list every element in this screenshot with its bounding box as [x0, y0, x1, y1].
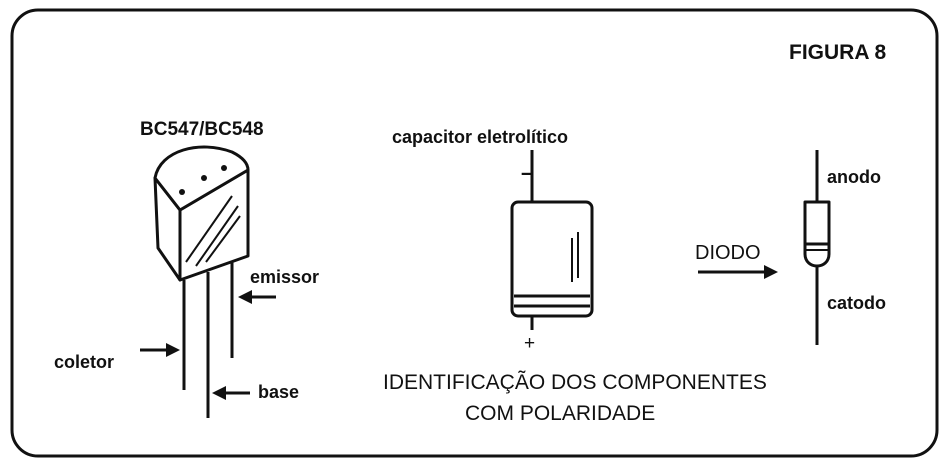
caption-line-1: IDENTIFICAÇÃO DOS COMPONENTES [383, 371, 767, 394]
collector-label: coletor [54, 352, 115, 372]
capacitor-negative-sign: – [521, 160, 534, 185]
diode-label: DIODO [695, 242, 761, 264]
figure-title: FIGURA 8 [789, 41, 887, 64]
diode-drawing [803, 150, 831, 345]
diode-arrow [698, 265, 778, 279]
base-arrow [212, 386, 250, 400]
transistor-model-label: BC547/BC548 [140, 119, 264, 140]
capacitor-positive-sign: + [524, 333, 536, 354]
emitter-arrow [238, 290, 276, 304]
emitter-label: emissor [250, 267, 320, 287]
cathode-label: catodo [827, 293, 887, 313]
transistor-drawing [153, 145, 250, 418]
capacitor-label: capacitor eletrolítico [392, 127, 569, 147]
anode-label: anodo [827, 167, 881, 187]
caption-line-2: COM POLARIDADE [465, 402, 656, 425]
capacitor-drawing [510, 150, 594, 330]
frame-border [10, 8, 939, 458]
collector-arrow [140, 343, 180, 357]
base-label: base [258, 382, 300, 402]
